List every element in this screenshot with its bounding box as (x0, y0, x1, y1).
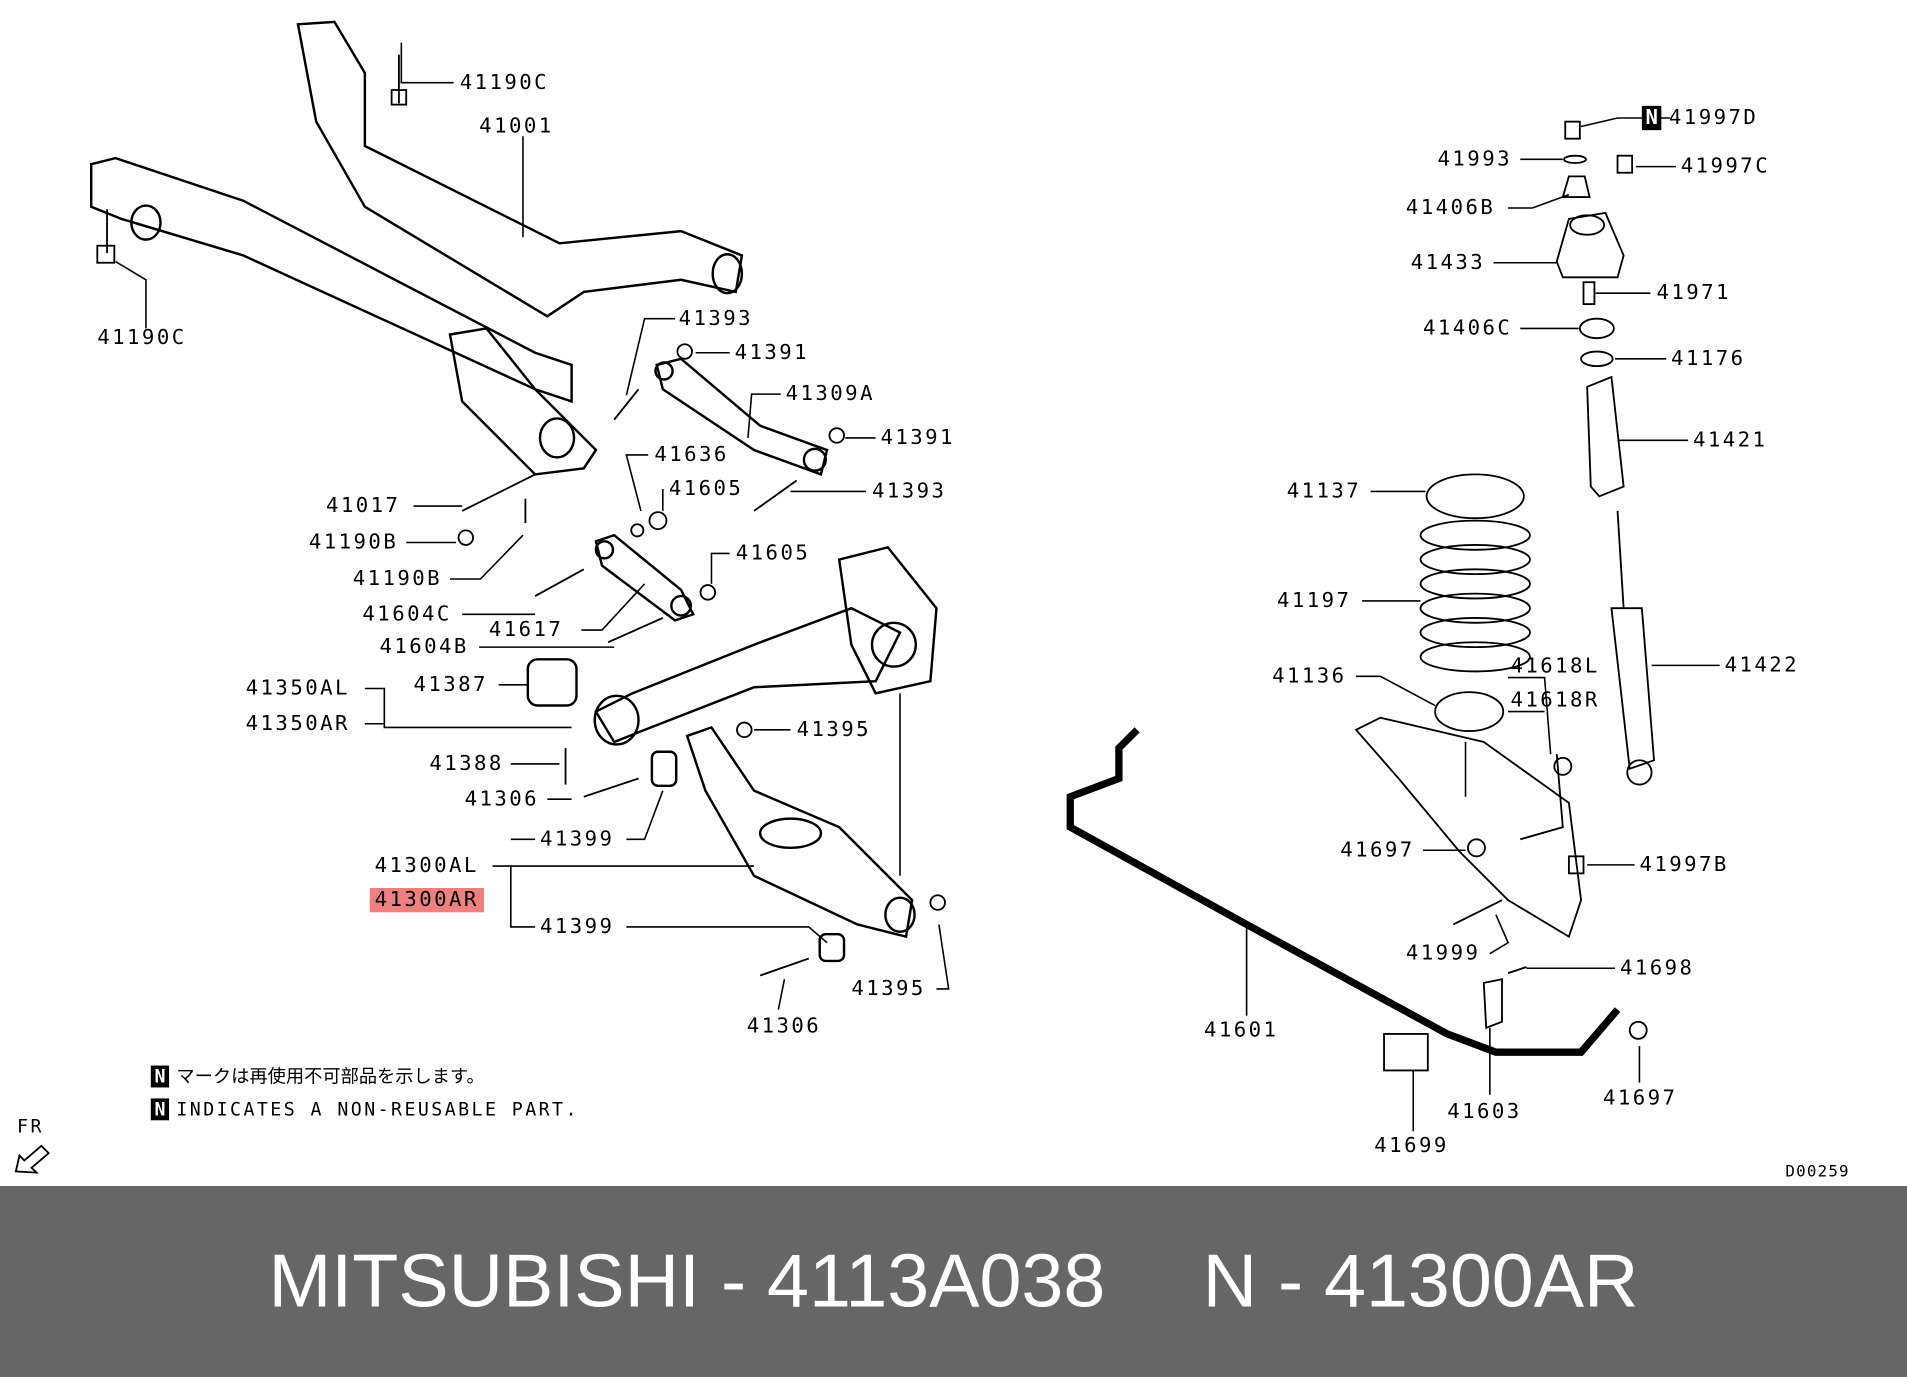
part-label[interactable]: 41605 (735, 541, 811, 566)
part-label[interactable]: 41309A (785, 381, 875, 407)
part-label[interactable]: 41406B (1405, 195, 1496, 221)
part-label[interactable]: 41699 (1374, 1133, 1449, 1159)
part-label[interactable]: 41190B (308, 530, 399, 555)
trailing-arm (594, 606, 902, 744)
toe-link (594, 533, 695, 622)
part-label[interactable]: 41601 (1204, 1018, 1279, 1043)
part-label[interactable]: 41421 (1692, 428, 1768, 453)
part-label[interactable]: 41391 (880, 425, 955, 451)
note-en-text: INDICATES A NON-REUSABLE PART. (176, 1098, 579, 1121)
front-arrow-icon (14, 1144, 50, 1174)
shock-absorber (1610, 607, 1655, 771)
part-label[interactable]: 41136 (1272, 664, 1347, 689)
part-label[interactable]: 41350AL (245, 676, 350, 701)
part-label[interactable]: 41001 (479, 114, 554, 139)
crossmember-frame (296, 20, 744, 318)
part-label[interactable]: 41137 (1286, 479, 1362, 504)
part-label[interactable]: 41399 (539, 914, 615, 940)
part-label[interactable]: 41603 (1447, 1099, 1522, 1124)
brand-name: MITSUBISHI (268, 1239, 701, 1324)
spring-seat-upper (1425, 473, 1525, 520)
part-label[interactable]: 41388 (429, 751, 504, 777)
part-label[interactable]: 41391 (734, 340, 810, 365)
lower-arm-side (1354, 716, 1582, 938)
part-label[interactable]: 41999 (1405, 941, 1481, 966)
part-label[interactable]: 41618R (1510, 688, 1600, 713)
part-label[interactable]: 41997C (1680, 154, 1771, 179)
part-label[interactable]: 41697 (1602, 1086, 1678, 1111)
note-jp-text: マークは再使用不可部品を示します。 (176, 1065, 485, 1088)
part-label[interactable]: 41605 (668, 476, 744, 502)
part-label[interactable]: 41300AL (374, 853, 479, 879)
part-label[interactable]: 41395 (851, 976, 926, 1002)
part-label[interactable]: 41698 (1619, 956, 1695, 981)
strut-mount (1555, 211, 1625, 279)
suspension-drawing (89, 20, 1720, 1132)
part-label[interactable]: 41971 (1656, 280, 1731, 306)
part-label-highlighted[interactable]: 41300AR (369, 887, 484, 913)
bushing-41387 (526, 658, 578, 707)
part-label[interactable]: 41604B (379, 634, 469, 660)
part-label[interactable]: 41406C (1422, 316, 1513, 341)
part-label[interactable]: 41197 (1277, 588, 1352, 614)
diagram-code: D00259 (1785, 1162, 1850, 1182)
part-label[interactable]: 41395 (796, 717, 872, 743)
part-label[interactable]: 41190C (459, 70, 550, 95)
part-label[interactable]: 41997B (1639, 852, 1729, 878)
crossmember-mount (448, 327, 598, 476)
part-label[interactable]: 41393 (678, 306, 754, 331)
part-number: 4113A038 (767, 1239, 1106, 1324)
part-label[interactable]: 41190C (97, 325, 187, 351)
separator: - (700, 1239, 768, 1324)
part-label[interactable]: 41433 (1410, 250, 1486, 275)
part-label[interactable]: 41017 (325, 493, 401, 519)
part-label-text: 41997D (1668, 105, 1759, 131)
part-label[interactable]: 41306 (746, 1014, 822, 1039)
part-label[interactable]: 41636 (654, 442, 729, 468)
part-label[interactable]: 41387 (413, 672, 488, 697)
part-label[interactable]: 41399 (539, 827, 615, 852)
footer-banner: MITSUBISHI - 4113A038 N - 41300AR (0, 1185, 1907, 1377)
note-jp: N マークは再使用不可部品を示します。 (150, 1063, 485, 1089)
knuckle (837, 546, 938, 695)
bump-stop-boot (1586, 375, 1625, 498)
part-label[interactable]: 41350AR (245, 711, 350, 736)
part-label[interactable]: 41176 (1671, 346, 1746, 372)
n-mark-icon: N (150, 1098, 170, 1121)
reference-code: N - 41300AR (1202, 1239, 1639, 1324)
part-label[interactable]: 41617 (488, 617, 564, 643)
part-label[interactable]: 41422 (1724, 653, 1799, 678)
crossmember-beam (89, 156, 573, 404)
part-label[interactable]: 41393 (872, 479, 947, 504)
note-en: N INDICATES A NON-REUSABLE PART. (150, 1098, 579, 1121)
part-label[interactable]: 41604C (362, 602, 452, 627)
part-label[interactable]: 41306 (464, 787, 540, 812)
coil-spring (1419, 519, 1531, 673)
part-label[interactable]: 41190B (352, 566, 442, 592)
upper-arm (655, 357, 829, 477)
part-label[interactable]: 41697 (1340, 838, 1415, 863)
part-label[interactable]: 41618L (1510, 654, 1600, 679)
part-label[interactable]: 41993 (1437, 147, 1512, 172)
front-label: FR (17, 1115, 44, 1138)
spring-seat-lower (1434, 691, 1505, 732)
n-mark-icon: N (1641, 105, 1662, 131)
n-mark-icon: N (150, 1065, 170, 1088)
stabilizer-bar (1066, 727, 1621, 1056)
lower-arm (685, 725, 914, 939)
